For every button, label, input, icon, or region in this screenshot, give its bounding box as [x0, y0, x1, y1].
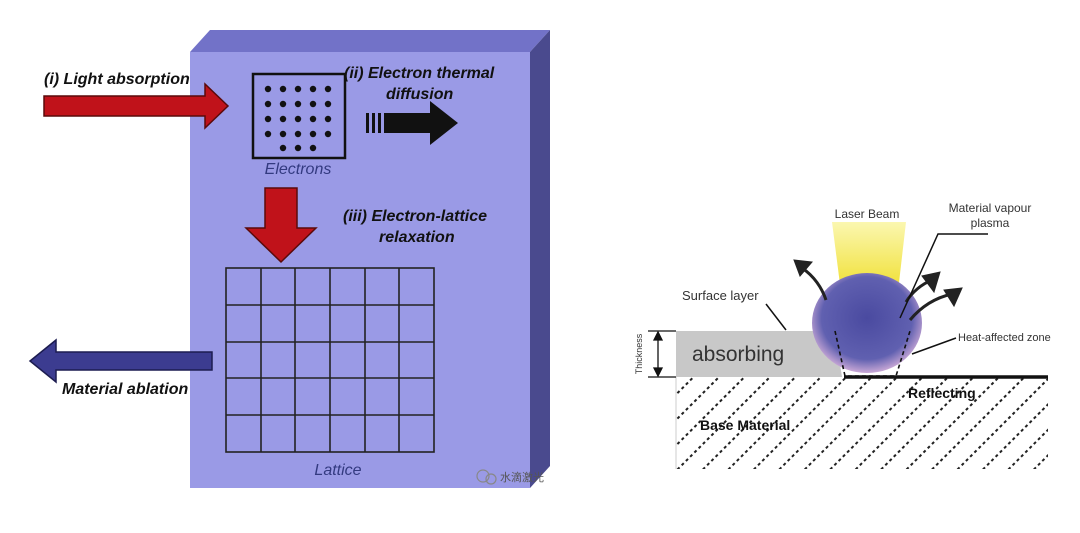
base-material-block [676, 377, 1048, 469]
relaxation-arrow [244, 187, 318, 264]
relaxation-label-2: relaxation [379, 229, 455, 246]
surface-layer-leader [765, 303, 787, 331]
vapour-leader [899, 233, 988, 319]
reflecting-label: Reflecting [908, 385, 976, 401]
lattice-grid [225, 267, 435, 453]
right-diagram: Laser Beam absorbing Reflecting Base Mat… [634, 201, 1051, 469]
surface-layer-label: Surface layer [682, 288, 759, 303]
ablation-label: Material ablation [62, 381, 188, 398]
watermark: 水滴激光 [476, 469, 544, 485]
thermal-diffusion-label-2: diffusion [386, 86, 453, 103]
block-side-face [530, 30, 550, 488]
ejection-arrows [793, 259, 963, 321]
ablation-arrow [28, 338, 213, 384]
relaxation-label-1: (iii) Electron-lattice [343, 208, 487, 225]
heat-zone-label: Heat-affected zone [958, 332, 1051, 344]
absorbing-label: absorbing [692, 343, 784, 366]
light-absorption-label: (i) Light absorption [44, 71, 190, 88]
base-material-label: Base Material [700, 417, 790, 433]
thermal-diffusion-label-1: (ii) Electron thermal [344, 65, 495, 82]
thickness-label: Thickness [634, 333, 644, 374]
block-front-face [190, 52, 530, 488]
block-top-face [190, 30, 550, 52]
electron-dots [264, 85, 332, 152]
light-absorption-arrow [43, 82, 230, 130]
laser-beam-label: Laser Beam [835, 207, 900, 221]
plasma-ball [812, 273, 922, 373]
heat-zone-leader [911, 337, 957, 355]
absorbing-layer [676, 331, 842, 377]
thickness-dimension [648, 330, 676, 378]
lattice-label: Lattice [314, 462, 361, 479]
vapour-label-2: plasma [971, 216, 1010, 230]
thermal-diffusion-arrow [366, 101, 458, 145]
watermark-text: 水滴激光 [500, 470, 544, 484]
vapour-label-1: Material vapour [949, 201, 1032, 215]
electrons-label: Electrons [265, 161, 332, 178]
left-diagram: Electrons (i) Light absorption (ii) Elec… [28, 30, 550, 488]
